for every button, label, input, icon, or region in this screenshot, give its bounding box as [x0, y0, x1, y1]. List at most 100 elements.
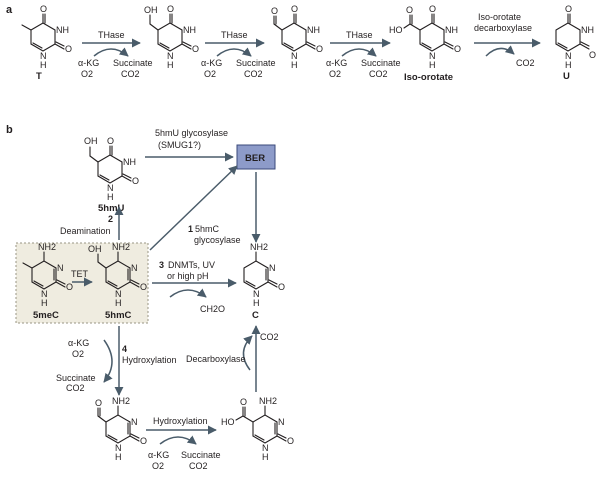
atom-n: N — [269, 263, 276, 273]
atom-o: O — [132, 176, 139, 186]
cosubstrate-akg: α-KG — [78, 58, 99, 68]
step-number-4: 4 — [122, 344, 127, 354]
molecule-5hmu-b: OH O NH O N H 5hmU — [84, 136, 139, 214]
atom-h: H — [167, 60, 174, 70]
decarboxylase-step: Decarboxylase CO2 — [186, 325, 279, 392]
atom-o: O — [95, 398, 102, 408]
5hmc-glycosylase-step: 1 5hmC glycosylase — [149, 165, 241, 251]
atom-h: H — [107, 192, 114, 202]
deamination-step: 2 Deamination — [60, 206, 124, 240]
molecule-5hmc: OH NH2 N O N H 5hmC — [88, 242, 147, 321]
atom-oh: OH — [144, 5, 158, 15]
atom-n: N — [253, 289, 260, 299]
atom-o: O — [140, 436, 147, 446]
atom-h: H — [262, 452, 269, 462]
atom-n: N — [40, 51, 47, 61]
atom-n: N — [41, 289, 48, 299]
atom-o: O — [406, 5, 413, 15]
enzyme-tet: TET — [71, 269, 89, 279]
atom-oh: OH — [84, 136, 98, 146]
molecule-5cac: O HO NH2 N O N H — [221, 396, 294, 462]
molecule-c: NH2 N O N H C — [243, 242, 285, 321]
product-co2: CO2 — [516, 58, 535, 68]
atom-h: H — [115, 452, 122, 462]
product-co2: CO2 — [244, 69, 263, 79]
enzyme-thase: THase — [346, 30, 373, 40]
product-co2: CO2 — [260, 332, 279, 342]
atom-o: O — [271, 6, 278, 16]
enzyme-decarboxylase-line2: decarboxylase — [474, 23, 532, 33]
atom-ho: HO — [389, 25, 403, 35]
product-succinate: Succinate — [236, 58, 276, 68]
cosubstrate-o2: O2 — [72, 349, 84, 359]
atom-n: N — [262, 443, 269, 453]
atom-h: H — [565, 60, 572, 70]
enzyme-smug1: (SMUG1?) — [158, 140, 201, 150]
product-succinate: Succinate — [361, 58, 401, 68]
step-number-3: 3 — [159, 260, 164, 270]
atom-nh: NH — [183, 25, 196, 35]
tet-step: TET — [71, 269, 93, 287]
cosubstrate-o2: O2 — [152, 461, 164, 471]
hydroxylation-step-4: 4 Hydroxylation α-KG O2 Succinate CO2 — [56, 326, 177, 396]
atom-h: H — [41, 298, 48, 308]
atom-n: N — [278, 417, 285, 427]
molecule-5fu: O O NH O N H — [271, 4, 323, 70]
cosubstrate-akg: α-KG — [148, 450, 169, 460]
atom-nh: NH — [307, 25, 320, 35]
atom-n: N — [131, 263, 138, 273]
label-hydroxylation: Hydroxylation — [153, 416, 208, 426]
cosubstrate-akg: α-KG — [68, 338, 89, 348]
atom-o: O — [66, 282, 73, 292]
cosubstrate-o2: O2 — [204, 69, 216, 79]
step-number-2: 2 — [108, 214, 113, 224]
molecule-t: O NH O N H T — [21, 4, 72, 82]
product-co2: CO2 — [369, 69, 388, 79]
atom-ho: HO — [221, 417, 235, 427]
thase-step-1: THase α-KG O2 Succinate CO2 — [78, 30, 153, 79]
atom-h: H — [429, 60, 436, 70]
product-co2: CO2 — [189, 461, 208, 471]
enzyme-5hmu-glycosylase: 5hmU glycosylase — [155, 128, 228, 138]
enzyme-thase: THase — [98, 30, 125, 40]
step-number-1: 1 — [188, 224, 193, 234]
atom-n: N — [291, 51, 298, 61]
label-high-ph: or high pH — [167, 271, 209, 281]
atom-o: O — [192, 44, 199, 54]
label-decarboxylase: Decarboxylase — [186, 354, 246, 364]
atom-n: N — [115, 289, 122, 299]
atom-o: O — [565, 4, 572, 14]
smug1-step: 5hmU glycosylase (SMUG1?) — [145, 128, 234, 162]
atom-o: O — [589, 50, 596, 60]
iso-orotate-decarboxylase-step: Iso-orotate decarboxylase CO2 — [474, 12, 541, 68]
atom-n: N — [429, 51, 436, 61]
enzyme-thase: THase — [221, 30, 248, 40]
label-glycosylase: glycosylase — [194, 235, 241, 245]
label-dnmts-uv: DNMTs, UV — [168, 260, 215, 270]
atom-o: O — [454, 44, 461, 54]
molecule-u: O NH O N H U — [555, 4, 596, 82]
atom-h: H — [291, 60, 298, 70]
ber-node: BER — [236, 144, 276, 170]
label-5hmc: 5hmC — [195, 224, 220, 234]
atom-o: O — [278, 282, 285, 292]
atom-oh: OH — [88, 244, 102, 254]
atom-n: N — [57, 263, 64, 273]
atom-o: O — [291, 4, 298, 14]
atom-n: N — [167, 51, 174, 61]
atom-nh2: NH2 — [38, 242, 56, 252]
panel-a-label: a — [6, 4, 13, 16]
atom-n: N — [565, 51, 572, 61]
product-ch2o: CH2O — [200, 304, 225, 314]
atom-o: O — [287, 436, 294, 446]
atom-nh: NH — [56, 25, 69, 35]
atom-o: O — [240, 397, 247, 407]
product-succinate: Succinate — [181, 450, 221, 460]
atom-n: N — [131, 417, 138, 427]
atom-o: O — [316, 44, 323, 54]
atom-nh: NH — [581, 25, 594, 35]
product-co2: CO2 — [66, 383, 85, 393]
atom-n: N — [107, 183, 114, 193]
atom-o: O — [140, 282, 147, 292]
atom-h: H — [40, 60, 47, 70]
